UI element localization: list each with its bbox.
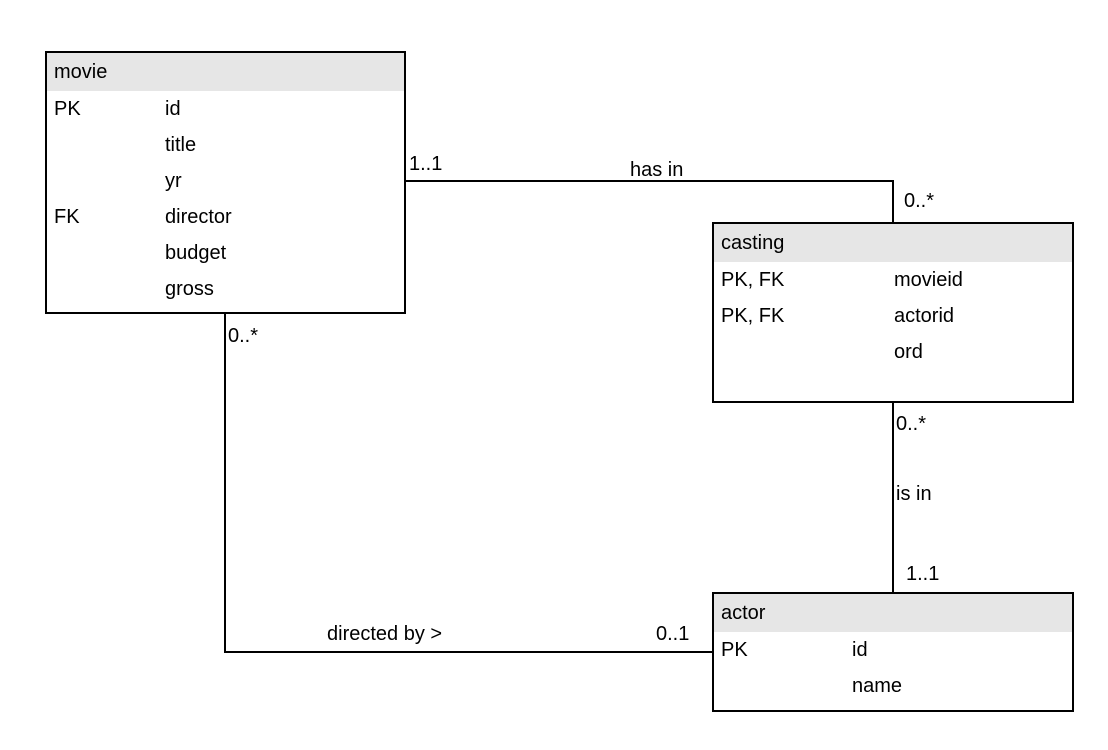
key-label: PK, FK <box>721 305 785 327</box>
attribute-row: yr <box>47 163 404 199</box>
entity-actor[interactable]: actor PK id name <box>712 592 1074 712</box>
attribute-row: budget <box>47 235 404 271</box>
key-label: PK <box>721 639 748 661</box>
relationship-label-has-in: has in <box>630 159 684 181</box>
field-name: title <box>165 134 197 156</box>
key-label: FK <box>54 206 80 228</box>
field-name: actorid <box>894 305 955 327</box>
cardinality-movie-casting-to: 0..* <box>904 190 935 212</box>
attribute-row: gross <box>47 271 404 307</box>
entity-title: casting <box>714 224 1072 262</box>
field-name: ord <box>894 341 923 363</box>
cardinality-movie-actor-from: 0..* <box>228 325 259 347</box>
field-name: id <box>165 98 181 120</box>
entity-title: actor <box>714 594 1072 632</box>
relationship-label-directed-by: directed by > <box>327 623 443 645</box>
cardinality-movie-casting-from: 1..1 <box>409 153 443 175</box>
attribute-row: PK id <box>47 91 404 127</box>
cardinality-casting-actor-from: 0..* <box>896 413 927 435</box>
connector-has-in[interactable] <box>406 180 894 222</box>
field-name: movieid <box>894 269 963 291</box>
connector-directed-by[interactable] <box>224 313 712 653</box>
attribute-row: PK, FK actorid <box>714 298 1072 334</box>
key-label: PK, FK <box>721 269 785 291</box>
field-name: name <box>852 675 903 697</box>
key-label: PK <box>54 98 81 120</box>
entity-title: movie <box>47 53 404 91</box>
attribute-row: PK, FK movieid <box>714 262 1072 298</box>
field-name: id <box>852 639 868 661</box>
field-name: budget <box>165 242 227 264</box>
cardinality-movie-actor-to: 0..1 <box>656 623 690 645</box>
field-name: gross <box>165 278 214 300</box>
relationship-label-is-in: is in <box>896 483 932 505</box>
entity-casting[interactable]: casting PK, FK movieid PK, FK actorid or… <box>712 222 1074 403</box>
attribute-row: ord <box>714 334 1072 370</box>
field-name: yr <box>165 170 182 192</box>
cardinality-casting-actor-to: 1..1 <box>906 563 940 585</box>
attribute-row: PK id <box>714 632 1072 668</box>
entity-movie[interactable]: movie PK id title yr FK director budget … <box>45 51 406 314</box>
attribute-row: name <box>714 668 1072 704</box>
attribute-row: FK director <box>47 199 404 235</box>
attribute-row: title <box>47 127 404 163</box>
field-name: director <box>165 206 232 228</box>
